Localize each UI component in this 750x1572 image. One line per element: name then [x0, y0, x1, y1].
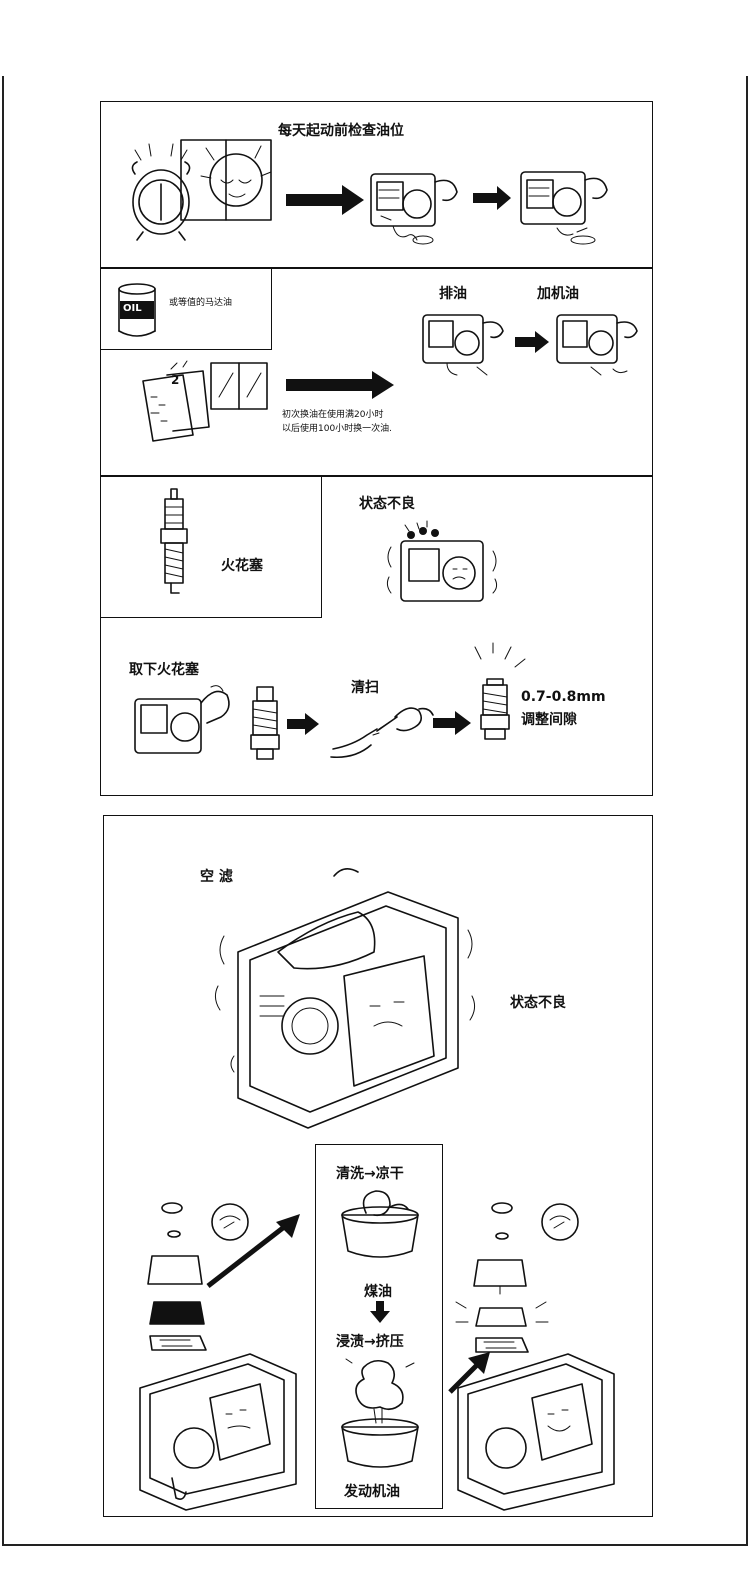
drain-oil-label: 排油 — [439, 286, 467, 302]
large-water-pump-illustration — [214, 868, 476, 1129]
water-pump-illustration — [370, 173, 458, 245]
kerosene-label: 煤油 — [364, 1284, 392, 1300]
arrow-right-icon — [433, 711, 471, 735]
washing-bowl-illustration — [341, 1190, 419, 1258]
add-oil-label: 加机油 — [537, 286, 579, 302]
arrow-right-icon — [286, 185, 364, 215]
oil-can-icon — [118, 283, 156, 337]
oil-change-note-line2: 以后使用100小时换一次油. — [282, 424, 393, 434]
arrow-up-right-icon — [448, 1352, 490, 1394]
air-filter-label: 空 滤 — [200, 869, 233, 885]
remove-spark-plug-label: 取下火花塞 — [129, 662, 199, 678]
spark-plug-panel: 火花塞 状态不良 取下火花塞 清扫 0.7-0.8mm 调整间隙 — [100, 476, 653, 796]
oil-can-label: OIL — [123, 303, 142, 314]
squeezing-filter-illustration — [341, 1358, 419, 1468]
adjust-gap-label: 调整间隙 — [521, 712, 577, 728]
oil-change-panel: OIL 或等值的马达油 排油 加机油 2 初次换油在使用满20小时 以后使用10… — [100, 268, 653, 476]
cleaning-process-box: 清洗→凉干 煤油 浸渍→挤压 发动机油 — [315, 1144, 443, 1509]
air-filter-panel: 空 滤 状态不良 清洗→凉干 煤油 浸渍→挤压 — [103, 815, 653, 1517]
wash-dry-label: 清洗→凉干 — [336, 1166, 404, 1182]
arrow-right-icon — [515, 331, 549, 353]
arrow-right-icon — [287, 713, 319, 735]
arrow-up-right-icon — [206, 1214, 300, 1288]
oil-note-text: 或等值的马达油 — [169, 298, 233, 308]
drain-oil-pump-illustration — [422, 314, 504, 376]
arrow-right-icon — [473, 186, 511, 210]
spark-plug-box: 火花塞 — [100, 476, 322, 618]
remove-plug-pump-illustration — [134, 685, 230, 754]
calendar-day: 2 — [171, 373, 180, 387]
page-frame — [2, 76, 748, 1546]
spark-plug-label: 火花塞 — [221, 558, 263, 574]
air-filter-bad-state-label: 状态不良 — [510, 995, 566, 1011]
arrow-right-icon — [286, 371, 394, 399]
add-oil-pump-illustration — [556, 314, 638, 376]
oil-note-box: OIL 或等值的马达油 — [100, 268, 272, 350]
spark-plug-bad-state-label: 状态不良 — [359, 496, 415, 512]
oil-change-note-line1: 初次换油在使用满20小时 — [282, 410, 384, 420]
calendar-window-illustration — [142, 360, 268, 442]
water-pump-illustration — [520, 171, 608, 245]
exploded-air-filter-pump-illustration — [139, 1202, 297, 1511]
reassembled-air-filter-pump-illustration — [455, 1202, 615, 1511]
bad-state-pump-illustration — [386, 520, 498, 602]
soak-squeeze-label: 浸渍→挤压 — [336, 1334, 404, 1350]
check-oil-panel: 每天起动前检查油位 — [100, 101, 653, 268]
adjusted-spark-plug-icon — [474, 642, 526, 740]
gap-value: 0.7-0.8mm — [521, 689, 606, 705]
engine-oil-label: 发动机油 — [344, 1484, 400, 1500]
cleaning-hands-illustration — [330, 707, 434, 759]
alarm-clock-sun-illustration — [131, 139, 272, 241]
spark-plug-icon — [250, 686, 280, 760]
check-oil-title: 每天起动前检查油位 — [278, 123, 404, 139]
arrow-down-icon — [370, 1301, 390, 1323]
clean-label: 清扫 — [351, 680, 379, 696]
spark-plug-icon — [160, 488, 188, 594]
